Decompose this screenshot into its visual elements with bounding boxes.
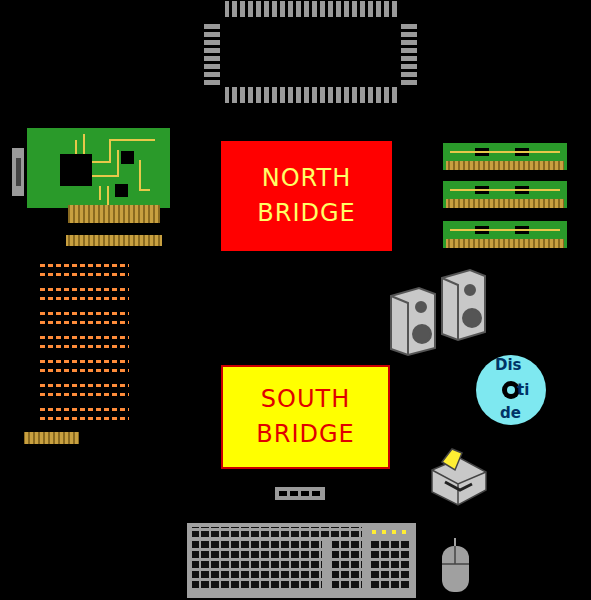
printer [432,449,486,505]
mouse [442,538,469,592]
isa-slot [24,432,79,444]
keyboard [187,523,416,598]
speakers [391,270,485,355]
north-bridge-chip: NORTH BRIDGE [221,141,392,251]
pci-slots [37,260,129,420]
usb-header [275,487,325,500]
video-card [12,128,170,223]
optical-disc [476,355,546,425]
chip-label: SOUTH BRIDGE [237,382,374,452]
disc-label: ti [517,381,529,399]
disc-label: de [500,404,521,422]
disc-label: Dis [495,356,522,374]
chip-label: NORTH BRIDGE [235,161,378,231]
ram-modules [443,143,567,248]
cpu-chip [204,1,417,103]
south-bridge-chip: SOUTH BRIDGE [221,365,390,469]
agp-slot [66,235,162,246]
